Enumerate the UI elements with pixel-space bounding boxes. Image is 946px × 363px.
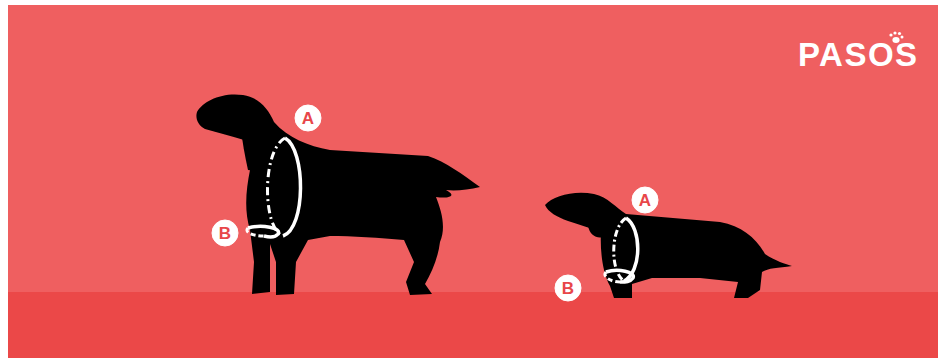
circle-fill: [632, 187, 658, 213]
callout-circle: B: [211, 219, 239, 247]
callout-circle: A: [631, 186, 659, 214]
ground-band: [8, 292, 938, 358]
callout-letter: B: [211, 219, 239, 247]
leg-ring-back: [605, 272, 620, 282]
callout-circle: B: [554, 274, 582, 302]
callout-letter: B: [554, 274, 582, 302]
callout-letter: A: [631, 186, 659, 214]
setter-silhouette: [196, 94, 480, 295]
chest-ring-front: [283, 138, 301, 236]
leg-ring-front: [606, 270, 633, 282]
brand-logo: PASOS: [798, 36, 919, 74]
callout-letter: A: [294, 104, 322, 132]
circle-fill: [212, 220, 238, 246]
setter-ear: [240, 110, 266, 171]
dachshund-silhouette: [545, 193, 792, 298]
dachshund-ear: [587, 200, 608, 238]
chest-ring-back: [267, 138, 285, 236]
circle-fill: [555, 275, 581, 301]
circle-fill: [295, 105, 321, 131]
leg-ring-front: [248, 226, 279, 237]
background: [8, 5, 938, 358]
callout-circle: A: [294, 104, 322, 132]
